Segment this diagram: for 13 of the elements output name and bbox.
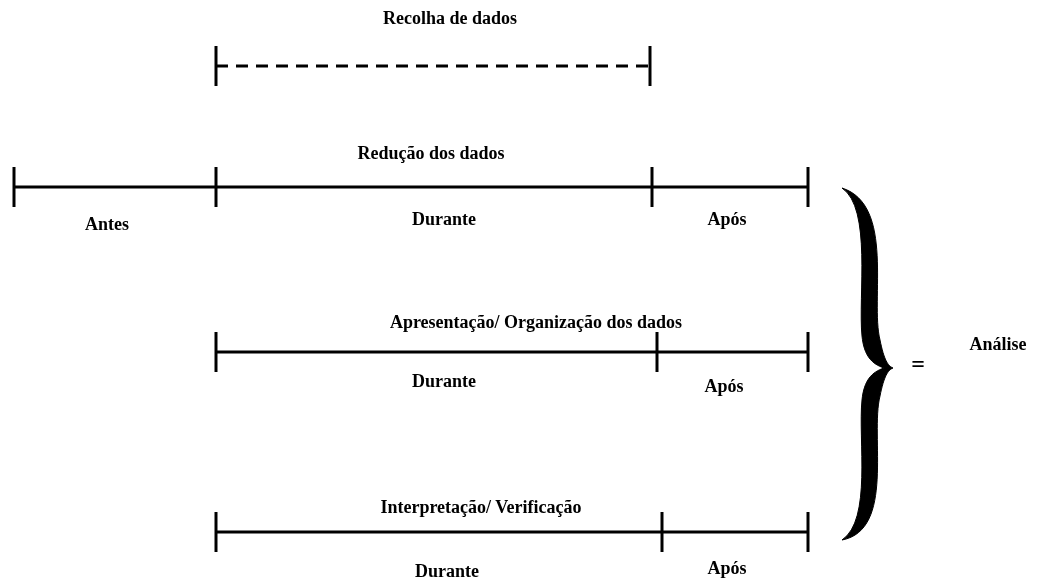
timeline-title: Redução dos dados xyxy=(357,143,505,163)
result-label: Análise xyxy=(969,334,1027,354)
phase-label: Após xyxy=(704,376,744,396)
timeline-title: Interpretação/ Verificação xyxy=(380,497,582,517)
phase-label: Após xyxy=(707,209,747,229)
phase-label: Durante xyxy=(412,371,476,391)
phase-label: Após xyxy=(707,558,747,578)
phase-label: Durante xyxy=(415,561,479,581)
phase-label: Antes xyxy=(85,214,129,234)
equals-sign: = xyxy=(911,354,925,374)
timeline-title: Apresentação/ Organização dos dados xyxy=(389,312,683,332)
phase-label: Durante xyxy=(412,209,476,229)
timeline-title: Recolha de dados xyxy=(383,8,517,28)
